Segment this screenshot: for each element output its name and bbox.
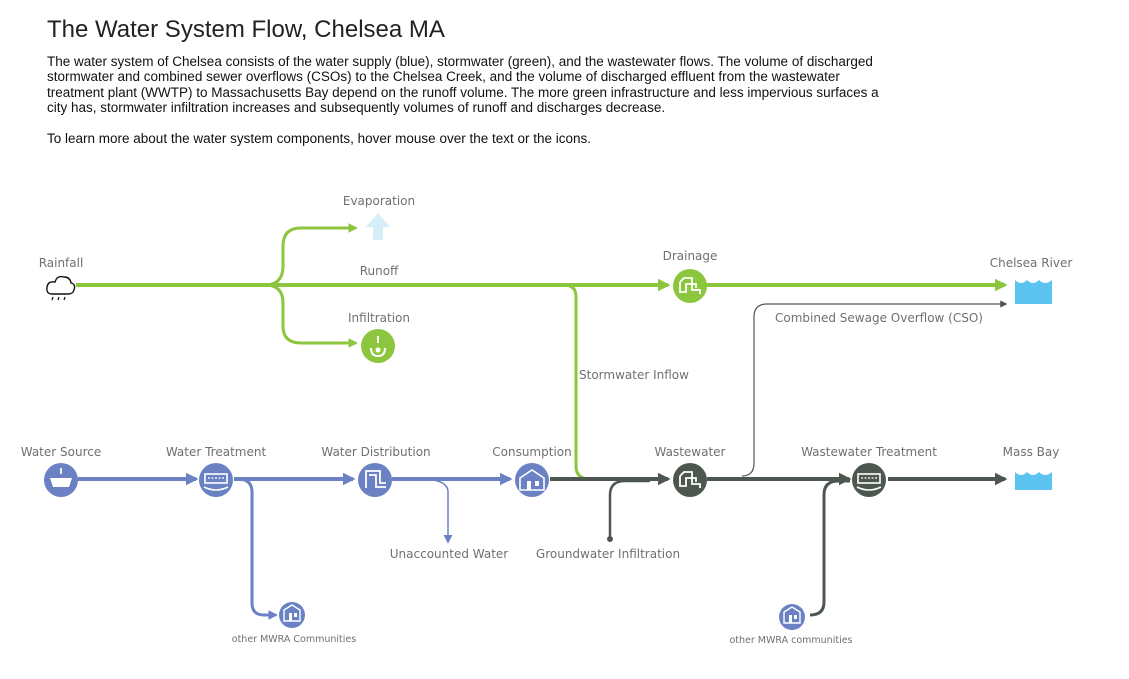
supply-flows: [78, 472, 513, 620]
hint-text: To learn more about the water system com…: [47, 131, 592, 146]
drainage-label[interactable]: Drainage: [663, 249, 718, 263]
pipe-icon[interactable]: [358, 463, 392, 497]
chelsea-river-label[interactable]: Chelsea River: [990, 256, 1073, 270]
water-source-label[interactable]: Water Source: [21, 445, 102, 459]
household-icon[interactable]: [515, 463, 549, 497]
sewer-icon[interactable]: [673, 463, 707, 497]
soil-infiltration-icon[interactable]: [361, 329, 395, 363]
other-mwra-supply-branch: [237, 477, 278, 620]
stormwater-inflow-label[interactable]: Stormwater Inflow: [579, 368, 689, 382]
reservoir-icon[interactable]: [44, 463, 78, 497]
other-mwra-wastewater-branch: [809, 479, 850, 617]
groundwater-infiltration-label[interactable]: Groundwater Infiltration: [536, 547, 680, 561]
evaporation-branch: [264, 223, 358, 287]
groundwater-infiltration-flow: [608, 479, 650, 538]
consumption-label[interactable]: Consumption: [492, 445, 571, 459]
treatment-plant-icon[interactable]: [199, 463, 233, 497]
groundwater-source-dot: [607, 536, 613, 542]
stormwater-flows: [76, 223, 1008, 484]
treatment-plant-icon[interactable]: [852, 463, 886, 497]
other-mwra-supply-label[interactable]: other MWRA Communities: [232, 634, 356, 645]
other-mwra-wastewater-label[interactable]: other MWRA communities: [729, 635, 852, 646]
infiltration-label[interactable]: Infiltration: [348, 311, 410, 325]
wastewater-label[interactable]: Wastewater: [655, 445, 726, 459]
water-distribution-label[interactable]: Water Distribution: [321, 445, 430, 459]
evaporation-label[interactable]: Evaporation: [343, 194, 415, 208]
community-icon[interactable]: [779, 604, 805, 630]
arrow-up-icon[interactable]: [366, 213, 390, 240]
rainfall-label[interactable]: Rainfall: [39, 256, 84, 270]
unaccounted-water-branch: [419, 478, 453, 544]
cso-label[interactable]: Combined Sewage Overflow (CSO): [775, 311, 983, 325]
infiltration-branch: [264, 283, 358, 348]
water-treatment-label[interactable]: Water Treatment: [166, 445, 267, 459]
water-waves-icon[interactable]: [1015, 280, 1052, 304]
wastewater-treatment-label[interactable]: Wastewater Treatment: [801, 445, 937, 459]
mass-bay-label[interactable]: Mass Bay: [1003, 445, 1060, 459]
unaccounted-water-label[interactable]: Unaccounted Water: [390, 547, 509, 561]
page-title: The Water System Flow, Chelsea MA: [47, 16, 445, 43]
community-icon[interactable]: [279, 602, 305, 628]
wastewater-flows: [550, 300, 1008, 617]
intro-paragraph: The water system of Chelsea consists of …: [47, 54, 879, 116]
rain-cloud-icon[interactable]: [46, 275, 76, 301]
cso-flow: [741, 300, 1008, 477]
water-waves-icon[interactable]: [1015, 472, 1052, 490]
runoff-label[interactable]: Runoff: [360, 264, 399, 278]
drain-icon[interactable]: [673, 269, 707, 303]
